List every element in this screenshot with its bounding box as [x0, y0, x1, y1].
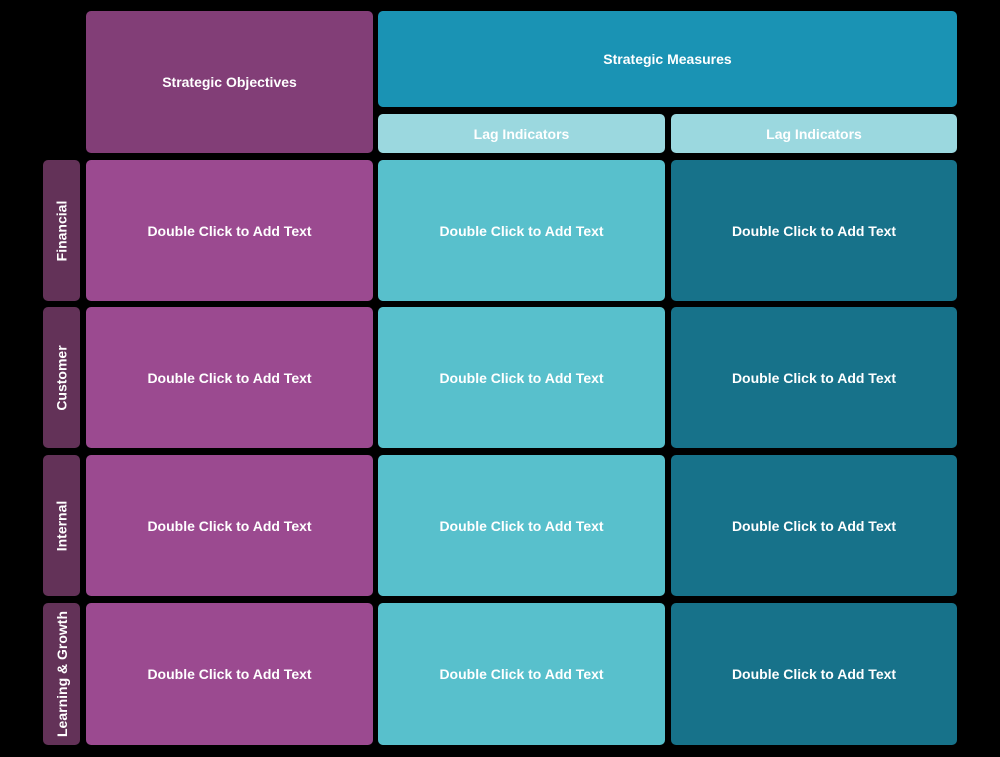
measure-cell[interactable]: Double Click to Add Text	[378, 603, 665, 745]
cell-text: Double Click to Add Text	[439, 517, 604, 534]
measure-cell[interactable]: Double Click to Add Text	[671, 455, 957, 596]
header-text: Lag Indicators	[766, 125, 862, 142]
row-label-text: Customer	[53, 344, 70, 411]
row-label-customer[interactable]: Customer	[43, 307, 80, 448]
cell-text: Double Click to Add Text	[147, 369, 312, 386]
cell-text: Double Click to Add Text	[147, 666, 312, 682]
lag-indicators-header-1[interactable]: Lag Indicators	[378, 114, 665, 153]
strategic-measures-header[interactable]: Strategic Measures	[378, 11, 957, 107]
row-label-financial[interactable]: Financial	[43, 160, 80, 301]
row-label-text: Financial	[53, 200, 70, 261]
header-text: Lag Indicators	[473, 125, 570, 142]
measure-cell[interactable]: Double Click to Add Text	[671, 603, 957, 745]
measure-cell[interactable]: Double Click to Add Text	[378, 160, 665, 301]
measure-cell[interactable]: Double Click to Add Text	[378, 307, 665, 448]
row-label-text: Learning & Growth	[53, 611, 70, 737]
cell-text: Double Click to Add Text	[439, 369, 604, 386]
cell-text: Double Click to Add Text	[147, 222, 312, 239]
lag-indicators-header-2[interactable]: Lag Indicators	[671, 114, 957, 153]
cell-text: Double Click to Add Text	[731, 369, 897, 386]
cell-text: Double Click to Add Text	[731, 666, 897, 682]
cell-text: Double Click to Add Text	[147, 517, 312, 534]
objective-cell[interactable]: Double Click to Add Text	[86, 603, 373, 745]
header-text: Strategic Measures	[603, 51, 732, 67]
cell-text: Double Click to Add Text	[439, 666, 604, 682]
objective-cell[interactable]: Double Click to Add Text	[86, 307, 373, 448]
measure-cell[interactable]: Double Click to Add Text	[671, 307, 957, 448]
row-label-learning-growth[interactable]: Learning & Growth	[43, 603, 80, 745]
measure-cell[interactable]: Double Click to Add Text	[671, 160, 957, 301]
row-label-internal[interactable]: Internal	[43, 455, 80, 596]
cell-text: Double Click to Add Text	[731, 517, 897, 534]
objective-cell[interactable]: Double Click to Add Text	[86, 455, 373, 596]
objective-cell[interactable]: Double Click to Add Text	[86, 160, 373, 301]
row-label-text: Internal	[53, 500, 70, 551]
cell-text: Double Click to Add Text	[439, 222, 604, 239]
cell-text: Double Click to Add Text	[731, 222, 897, 239]
strategic-objectives-header[interactable]: Strategic Objectives	[86, 11, 373, 153]
header-text: Strategic Objectives	[162, 74, 297, 90]
measure-cell[interactable]: Double Click to Add Text	[378, 455, 665, 596]
